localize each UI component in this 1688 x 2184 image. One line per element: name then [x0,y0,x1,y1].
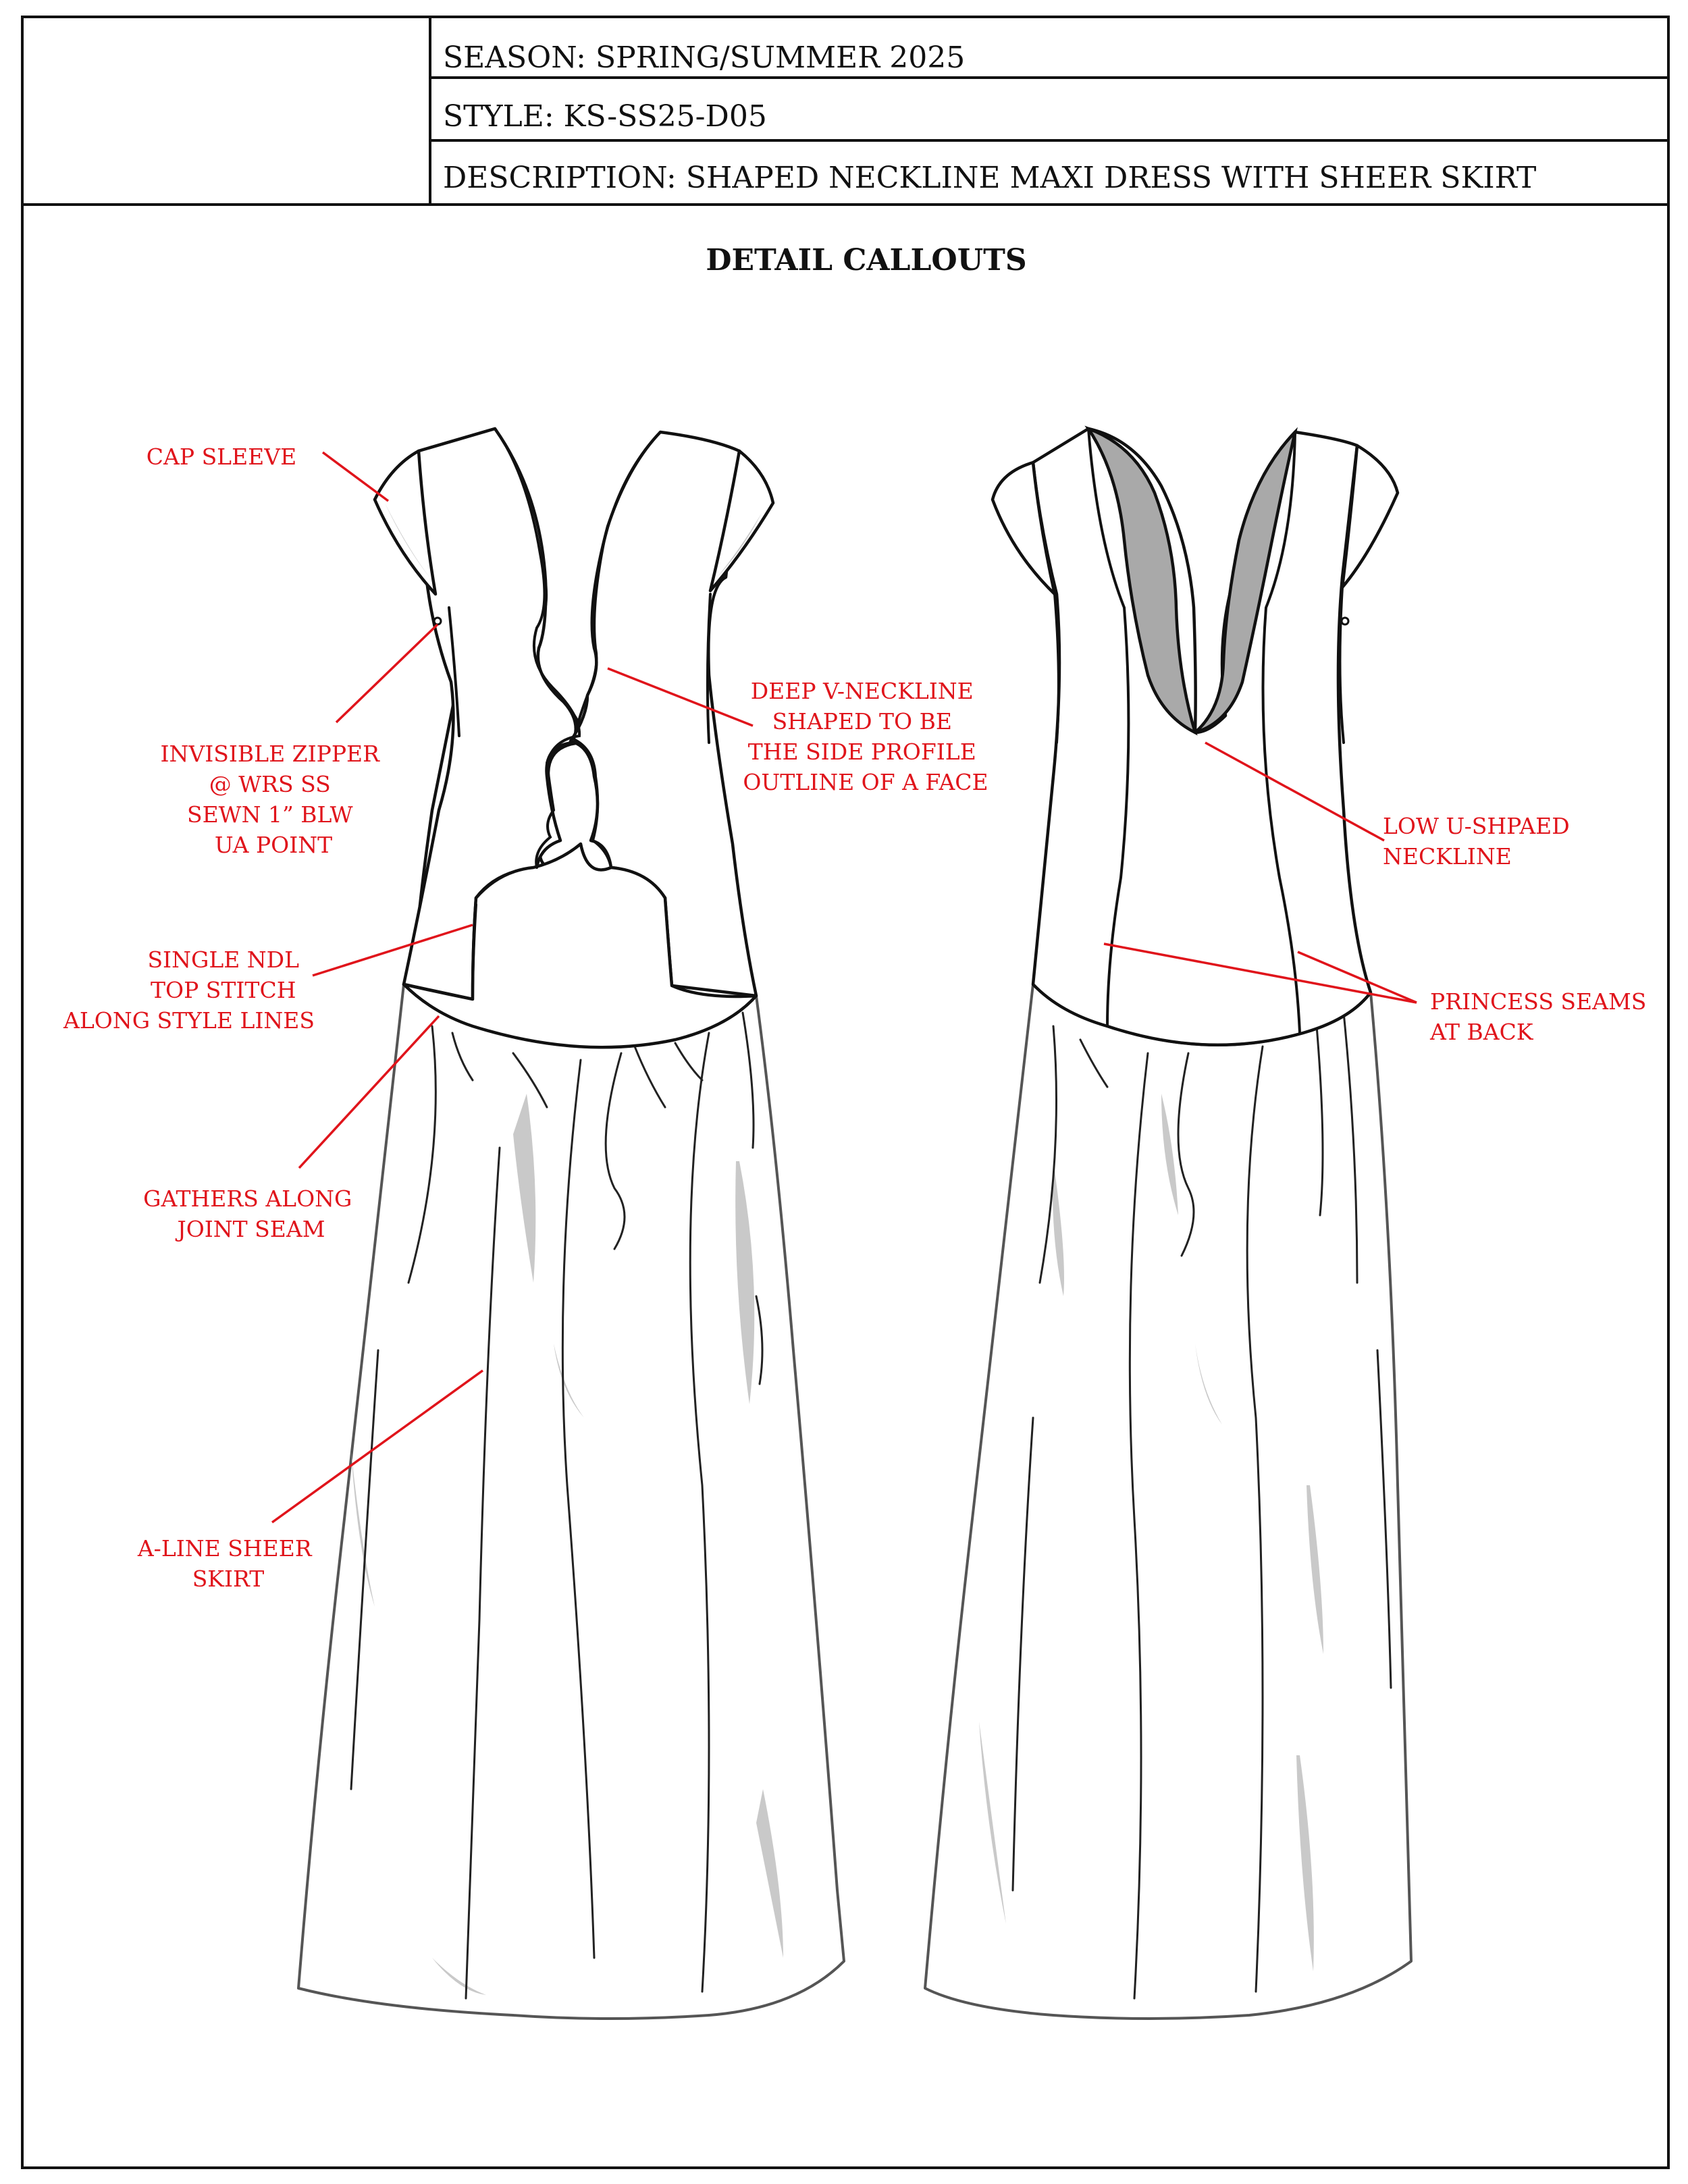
callout-single-ndl-line-1: SINGLE NDL [147,947,299,973]
front-fold-2 [451,1032,474,1082]
leader-gathers [298,1015,440,1169]
back-view-dress [924,425,1413,2020]
back-fold-1 [1038,1025,1057,1284]
callout-v-neckline: DEEP V-NECKLINE SHAPED TO BE THE SIDE PR… [743,678,988,795]
callout-single-ndl: SINGLE NDL TOP STITCH ALONG STYLE LINES [63,947,315,1034]
front-fold-5 [604,1052,626,1250]
front-sheer-skirt [297,983,845,2020]
front-cap-sleeve-right [708,449,775,593]
leader-cap-sleeve [321,451,390,502]
front-armhole-right [706,593,712,744]
front-fold-10 [755,1295,764,1385]
front-cap-sleeve-left [373,449,438,596]
back-fold-9 [1376,1349,1392,1689]
back-zipper-pull-icon [1340,616,1350,626]
back-waist-seam [1032,983,1372,1046]
header-table: SEASON: SPRING/SUMMER 2025 STYLE: KS-SS2… [21,16,1670,2169]
front-princess-seam-left [471,903,477,1001]
callout-invisible-zipper-line-2: @ WRS SS [209,771,331,797]
callout-gathers-line-1: GATHERS ALONG [143,1186,352,1212]
leader-princess-left [1103,942,1417,1004]
callout-single-ndl-line-2: TOP STITCH [151,977,296,1003]
front-fold-7 [674,1042,704,1082]
front-skirt-shadow-2 [513,1094,536,1283]
front-princess-seam-right [664,897,673,987]
front-fold-8 [689,1032,710,1993]
callout-sheer-skirt-line-2: SKIRT [192,1566,265,1592]
back-side-seam-left [1053,593,1060,744]
front-face-profile-neckline [494,427,581,869]
description-field: DESCRIPTION: SHAPED NECKLINE MAXI DRESS … [443,161,1536,195]
callout-single-ndl-line-3: ALONG STYLE LINES [63,1007,315,1034]
leader-princess-right [1297,951,1417,1004]
back-fold-6 [1315,1025,1324,1217]
leader-sheer-skirt [271,1369,484,1524]
callout-cap-sleeve: CAP SLEEVE [147,444,296,470]
back-bodice-main [1031,427,1373,1047]
callout-princess-seams-line-2: AT BACK [1429,1019,1534,1045]
style-field: STYLE: KS-SS25-D05 [443,99,767,134]
callout-leaders [271,451,1417,1524]
back-skirt-shadow-5 [1296,1755,1314,1971]
front-fold-12 [350,1349,379,1790]
back-fold-8 [1011,1416,1034,1892]
front-fold-3 [512,1052,548,1109]
leader-u-neckline [1205,741,1385,842]
callout-gathers: GATHERS ALONG JOINT SEAM [143,1186,359,1242]
callout-labels: CAP SLEEVE INVISIBLE ZIPPER @ WRS SS SEW… [63,444,1654,1592]
callout-v-neckline-line-2: SHAPED TO BE [772,708,952,735]
callout-v-neckline-line-1: DEEP V-NECKLINE [751,678,974,704]
callout-invisible-zipper-line-4: UA POINT [215,832,332,858]
callout-v-neckline-line-3: THE SIDE PROFILE [748,739,976,765]
front-fold-1 [407,1025,437,1284]
callout-cap-sleeve-line-1: CAP SLEEVE [147,444,296,470]
back-cap-sleeve-right [1340,444,1400,589]
front-fold-11 [465,1146,501,2000]
callout-u-neckline-line-1: LOW U-SHPAED [1383,813,1570,839]
season-field: SEASON: SPRING/SUMMER 2025 [443,41,965,75]
back-side-seam-right [1338,586,1345,744]
back-skirt-shadow-2 [1161,1094,1178,1215]
front-midriff [402,842,758,1049]
callout-sheer-skirt-line-1: A-LINE SHEER [137,1535,313,1562]
callout-u-neckline-line-2: NECKLINE [1383,843,1512,870]
back-fold-4 [1177,1052,1195,1257]
front-fold-4 [561,1059,596,1959]
back-skirt-shadow-1 [1053,1161,1064,1296]
front-view-dress [297,427,845,2020]
back-princess-seam-left [1087,427,1130,1028]
back-fold-5 [1246,1045,1264,1993]
callout-invisible-zipper-line-3: SEWN 1” BLW [187,801,353,828]
leader-v-neckline [607,667,754,727]
back-u-neckline-lining-right [1194,427,1298,735]
front-skirt-shadow-4 [735,1161,755,1404]
back-skirt-shadow-6 [979,1722,1006,1924]
callout-invisible-zipper-line-1: INVISIBLE ZIPPER [161,741,381,767]
page-border [21,16,1670,2169]
front-fold-6 [633,1045,666,1109]
front-fold-9 [741,1011,755,1149]
leader-single-ndl [312,924,473,977]
back-fold-3 [1128,1052,1149,2000]
back-fold-7 [1342,1011,1359,1284]
callout-sheer-skirt: A-LINE SHEER SKIRT [137,1535,319,1592]
back-cap-sleeve-left [991,460,1057,596]
callout-u-neckline: LOW U-SHPAED NECKLINE [1383,813,1577,870]
back-fold-2 [1079,1038,1109,1088]
callout-v-neckline-line-4: OUTLINE OF A FACE [743,769,988,795]
callout-gathers-line-2: JOINT SEAM [175,1216,325,1242]
callout-princess-seams: PRINCESS SEAMS AT BACK [1429,988,1654,1045]
front-face-profile-neckline-right [572,431,662,869]
callout-invisible-zipper: INVISIBLE ZIPPER @ WRS SS SEWN 1” BLW UA… [161,741,387,858]
back-skirt-shadow-4 [1307,1485,1323,1654]
back-princess-seam-right [1261,431,1301,1034]
leader-invisible-zipper [335,623,439,724]
front-armhole-left [448,606,460,737]
callout-princess-seams-line-1: PRINCESS SEAMS [1430,988,1646,1015]
section-title: DETAIL CALLOUTS [706,243,1026,277]
front-skirt-shadow-5 [756,1789,783,1958]
